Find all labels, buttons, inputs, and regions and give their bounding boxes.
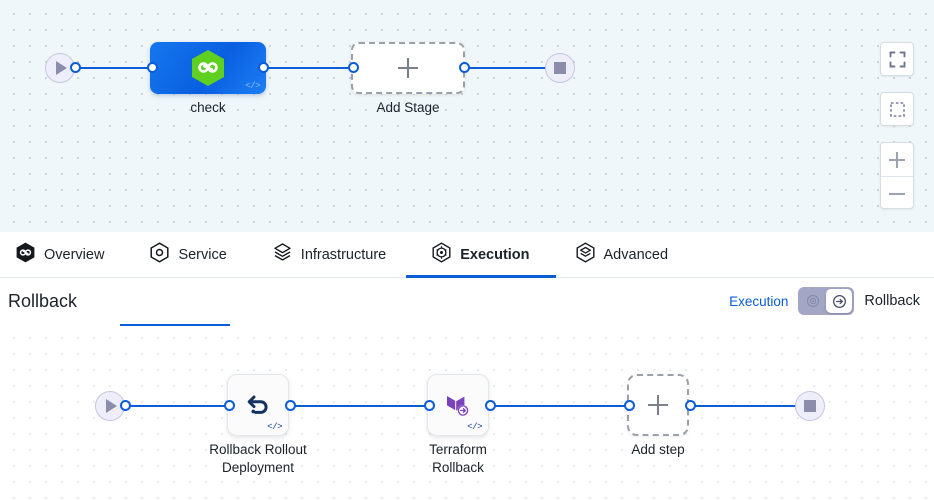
code-brackets-icon: </>	[267, 422, 282, 432]
port-start-out[interactable]	[70, 62, 81, 73]
pipeline-canvas-rollback[interactable]: </> Rollback Rollout Deployment </> Terr…	[0, 324, 934, 500]
step-node-terraform-rollback[interactable]: </>	[427, 374, 489, 436]
zoom-controls[interactable]	[880, 142, 914, 209]
tab-label-service: Service	[178, 246, 227, 263]
port-check-in[interactable]	[147, 62, 158, 73]
rollback-header: Rollback Execution Rollback	[0, 278, 934, 324]
port-addstep-out[interactable]	[685, 400, 696, 411]
zoom-out-icon	[889, 186, 905, 202]
pipeline-canvas-top[interactable]: </> check Add Stage	[0, 0, 934, 232]
stage-node-check[interactable]: </>	[150, 42, 266, 94]
stage-label-check: check	[190, 100, 226, 115]
tab-label-execution: Execution	[460, 246, 530, 263]
port-addstep-in[interactable]	[624, 400, 635, 411]
tab-infrastructure[interactable]: Infrastructure	[273, 232, 386, 278]
pipeline-start-node[interactable]	[45, 53, 75, 83]
fit-to-screen-button[interactable]	[880, 42, 914, 76]
harness-hexagon-icon	[16, 242, 35, 268]
zoom-in-icon	[889, 151, 905, 168]
add-stage-label: Add Stage	[376, 100, 440, 115]
code-brackets-icon: </>	[467, 422, 482, 432]
fit-to-screen-icon	[889, 51, 905, 67]
execution-icon	[800, 289, 826, 313]
stop-square-icon	[804, 400, 816, 412]
advanced-hexagon-icon	[576, 241, 595, 268]
undo-arrow-icon	[247, 395, 268, 414]
port-rb-start-out[interactable]	[120, 400, 131, 411]
service-hexagon-icon	[150, 241, 169, 268]
rollback-end-node[interactable]	[795, 391, 825, 421]
tab-label-advanced: Advanced	[603, 246, 669, 263]
stop-square-icon	[554, 62, 566, 74]
terraform-icon	[447, 396, 469, 416]
port-step1-out[interactable]	[285, 400, 296, 411]
tab-service[interactable]: Service	[150, 232, 227, 278]
pipeline-end-node[interactable]	[545, 53, 575, 83]
zoom-in-button[interactable]	[881, 143, 913, 176]
connector-step1-to-step2	[288, 405, 488, 407]
execution-link[interactable]: Execution	[729, 293, 789, 309]
connector-addstage-to-end	[460, 67, 560, 69]
rollback-arrow-icon	[832, 294, 846, 308]
rollback-toggle-thumb[interactable]	[826, 289, 853, 313]
add-stage-button[interactable]	[351, 42, 465, 94]
rollback-label: Rollback	[864, 293, 920, 309]
tab-label-infrastructure: Infrastructure	[300, 246, 387, 263]
rollback-toggle[interactable]	[798, 287, 855, 315]
page-title: Rollback	[8, 290, 78, 311]
port-step1-in[interactable]	[224, 400, 235, 411]
tab-advanced[interactable]: Advanced	[576, 232, 669, 278]
harness-hexagon-icon	[191, 49, 225, 87]
tab-execution[interactable]: Execution	[406, 232, 556, 278]
port-check-out[interactable]	[258, 62, 269, 73]
play-icon	[106, 399, 117, 413]
layers-icon	[273, 242, 292, 267]
plus-icon	[398, 58, 418, 78]
port-step2-in[interactable]	[424, 400, 435, 411]
connector-addstep-to-end	[686, 405, 806, 407]
zoom-out-button[interactable]	[881, 177, 913, 208]
execution-rollback-switcher[interactable]: Execution Rollback	[729, 287, 920, 315]
code-brackets-icon: </>	[245, 81, 260, 91]
divider	[881, 176, 913, 177]
step-label-rollback-rollout-deployment: Rollback Rollout Deployment	[209, 442, 307, 475]
port-step2-out[interactable]	[485, 400, 496, 411]
connector-check-to-addstage	[262, 67, 354, 69]
connector-start-to-step1	[120, 324, 230, 326]
connector-step2-to-addstep	[488, 405, 630, 407]
connector-start-to-step1-line	[120, 405, 230, 407]
add-step-button[interactable]	[627, 374, 689, 436]
execution-icon	[432, 241, 451, 268]
connector-start-to-check	[70, 67, 158, 69]
step-label-terraform-rollback: Terraform Rollback	[429, 442, 487, 475]
play-icon	[56, 61, 67, 75]
stage-tabs[interactable]: Overview Service Infrastructure	[0, 232, 934, 278]
select-area-button[interactable]	[880, 92, 914, 126]
tab-label-overview: Overview	[44, 246, 105, 263]
port-addstage-in[interactable]	[348, 62, 359, 73]
tab-overview[interactable]: Overview	[16, 232, 104, 278]
add-step-label: Add step	[631, 442, 685, 457]
step-node-rollback-rollout-deployment[interactable]: </>	[227, 374, 289, 436]
port-addstage-out[interactable]	[459, 62, 470, 73]
select-area-icon	[889, 101, 905, 117]
plus-icon	[648, 395, 668, 415]
